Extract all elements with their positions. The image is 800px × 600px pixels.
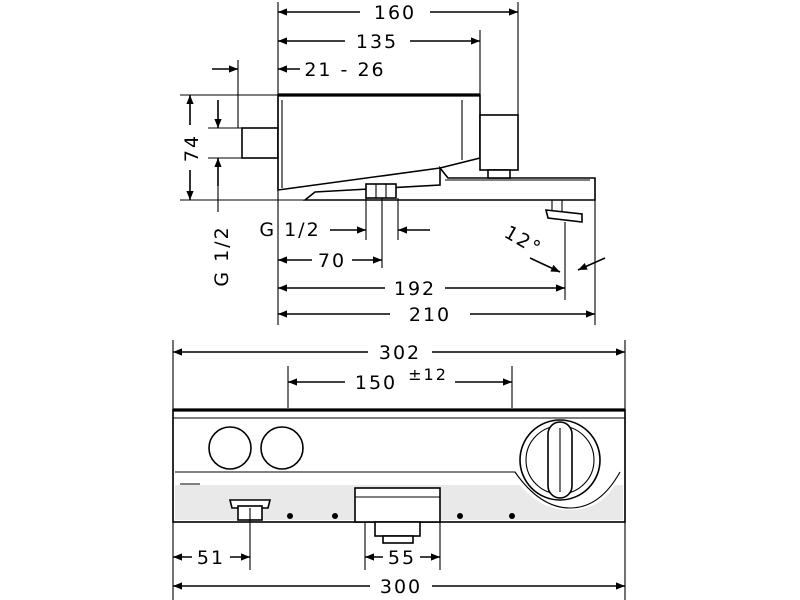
dim-12-deg: 12° [500,221,545,260]
dim-300: 300 [380,576,422,598]
dim-g-half-bottom: G 1/2 [259,219,320,241]
dim-70: 70 [318,250,346,272]
dim-55: 55 [388,547,416,569]
outlet-box [354,487,441,523]
dim-192: 192 [394,278,436,300]
dim-210: 210 [409,304,451,326]
side-view: 160 135 21 - 26 74 G 1/2 G 1/2 70 192 21… [180,2,606,326]
thermostat-body [277,94,481,191]
dim-150-tolerance: ±12 [408,365,448,384]
wall-connector [241,127,279,159]
mount-block [479,114,519,171]
dim-160: 160 [374,2,416,24]
dim-51: 51 [197,547,225,569]
spout-tip [544,209,583,223]
front-view: 302 150 ±12 51 55 300 [172,340,626,600]
dim-150: 150 [355,372,397,394]
dim-21-26: 21 - 26 [304,59,385,81]
dim-135: 135 [356,31,398,53]
dim-g-half-left: G 1/2 [211,225,233,286]
button-left [208,426,252,470]
dim-302: 302 [379,342,421,364]
button-right [260,426,304,470]
dim-74: 74 [181,134,203,162]
bottom-outlet [365,183,397,199]
